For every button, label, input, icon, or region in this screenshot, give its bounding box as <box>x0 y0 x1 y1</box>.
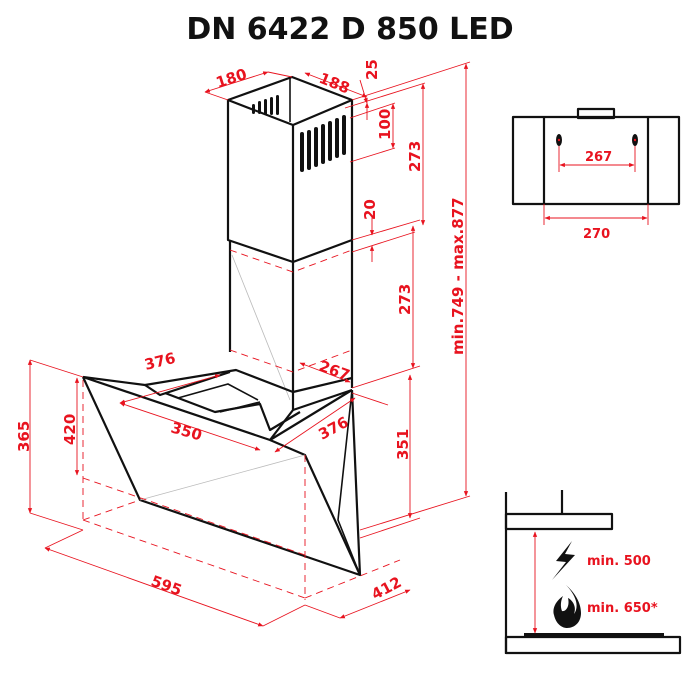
dim-top-offset: 25 <box>363 59 381 80</box>
projection-lines <box>82 380 401 600</box>
back-view <box>511 107 681 225</box>
mount-hole-right-icon <box>632 134 638 146</box>
vent-slots-back <box>252 95 279 115</box>
chimney-upper <box>226 75 354 264</box>
clearance-electric-label: min. 500 <box>587 554 651 569</box>
dim-vent-height: 100 <box>376 109 394 140</box>
dim-front-height: 420 <box>61 414 79 445</box>
clearance-view <box>504 490 682 655</box>
dim-base-right: 267 <box>317 357 353 385</box>
dim-chimney-width-left: 180 <box>214 65 249 92</box>
dim-lower-section: 273 <box>396 284 414 315</box>
dimension-lines <box>27 61 471 627</box>
dim-chimney-back-width: 270 <box>583 227 610 242</box>
dim-upper-section: 273 <box>406 141 424 172</box>
page-title: DN 6422 D 850 LED <box>186 12 514 47</box>
clearance-gas-label: min. 650* <box>587 601 658 616</box>
vent-slots-right <box>300 115 346 172</box>
dim-side-height: 351 <box>394 429 412 460</box>
hood-body <box>82 368 362 577</box>
lightning-icon <box>552 541 575 580</box>
mount-hole-left-icon <box>556 134 562 146</box>
dim-total-height: min.749 - max.877 <box>449 197 467 355</box>
dim-mount-holes-spacing: 267 <box>585 150 612 165</box>
chimney-lower <box>228 240 354 410</box>
dim-hood-top-depth-left: 350 <box>169 419 204 445</box>
dim-hood-width: 595 <box>149 572 185 600</box>
flame-icon <box>553 585 581 628</box>
dim-base-left: 376 <box>143 349 178 374</box>
dim-left-height: 365 <box>15 421 33 452</box>
dim-overlap: 20 <box>361 199 379 220</box>
